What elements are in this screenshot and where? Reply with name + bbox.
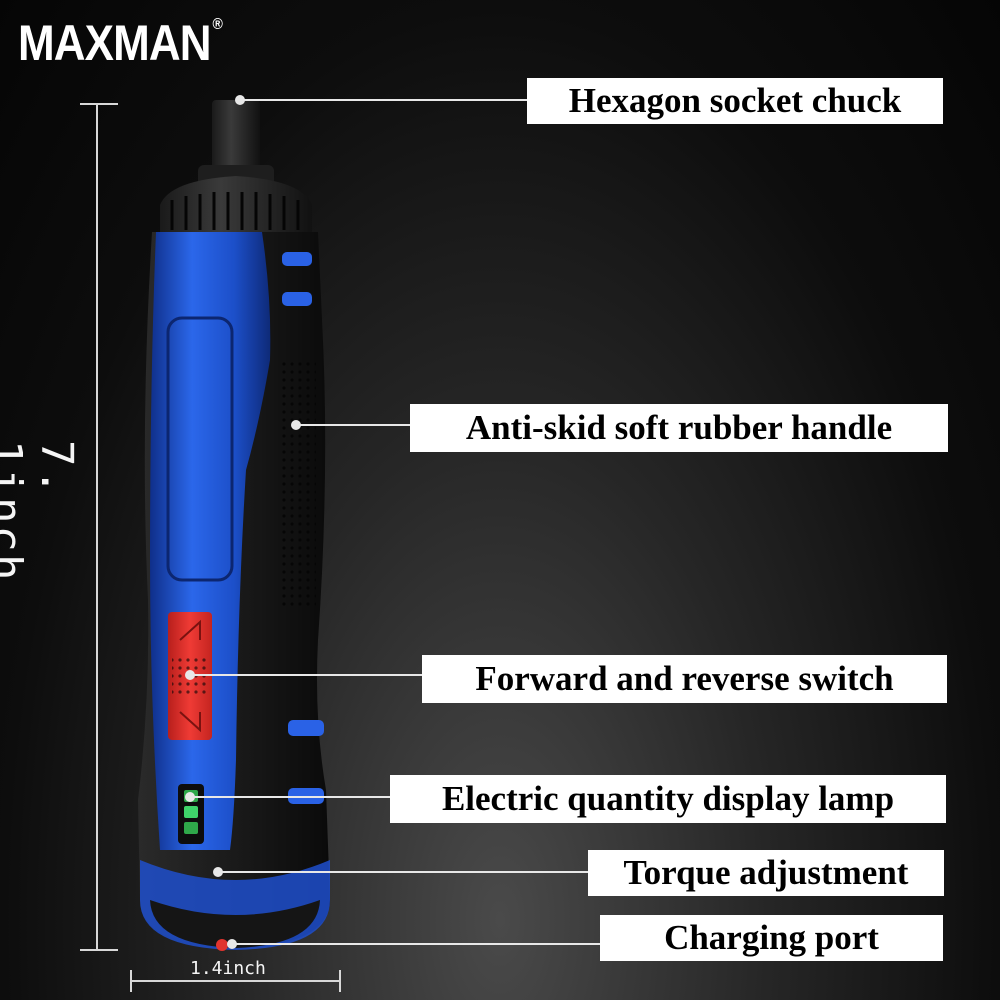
bottom-cap xyxy=(140,860,330,951)
label-rubber-handle: Anti-skid soft rubber handle xyxy=(410,404,948,452)
height-dimension-label: 7. 1inch xyxy=(0,440,82,583)
width-dimension-label: 1.4inch xyxy=(190,958,266,979)
hexagon-chuck xyxy=(198,100,274,187)
label-charging-port: Charging port xyxy=(600,915,943,961)
registered-mark: ® xyxy=(212,16,222,33)
chuck-collar xyxy=(160,176,312,232)
label-forward-reverse-switch: Forward and reverse switch xyxy=(422,655,947,703)
callout-lines xyxy=(185,95,600,949)
shell-panel xyxy=(166,316,234,582)
height-dimension xyxy=(80,103,118,951)
width-dimension xyxy=(130,970,341,992)
label-quantity-lamp: Electric quantity display lamp xyxy=(390,775,946,823)
grip-texture xyxy=(282,360,316,610)
brand-logo: MAXMAN® xyxy=(18,14,223,72)
label-hexagon-chuck: Hexagon socket chuck xyxy=(527,78,943,124)
label-torque-adjustment: Torque adjustment xyxy=(588,850,944,896)
brand-name: MAXMAN xyxy=(18,15,212,71)
side-stripes xyxy=(282,252,324,804)
